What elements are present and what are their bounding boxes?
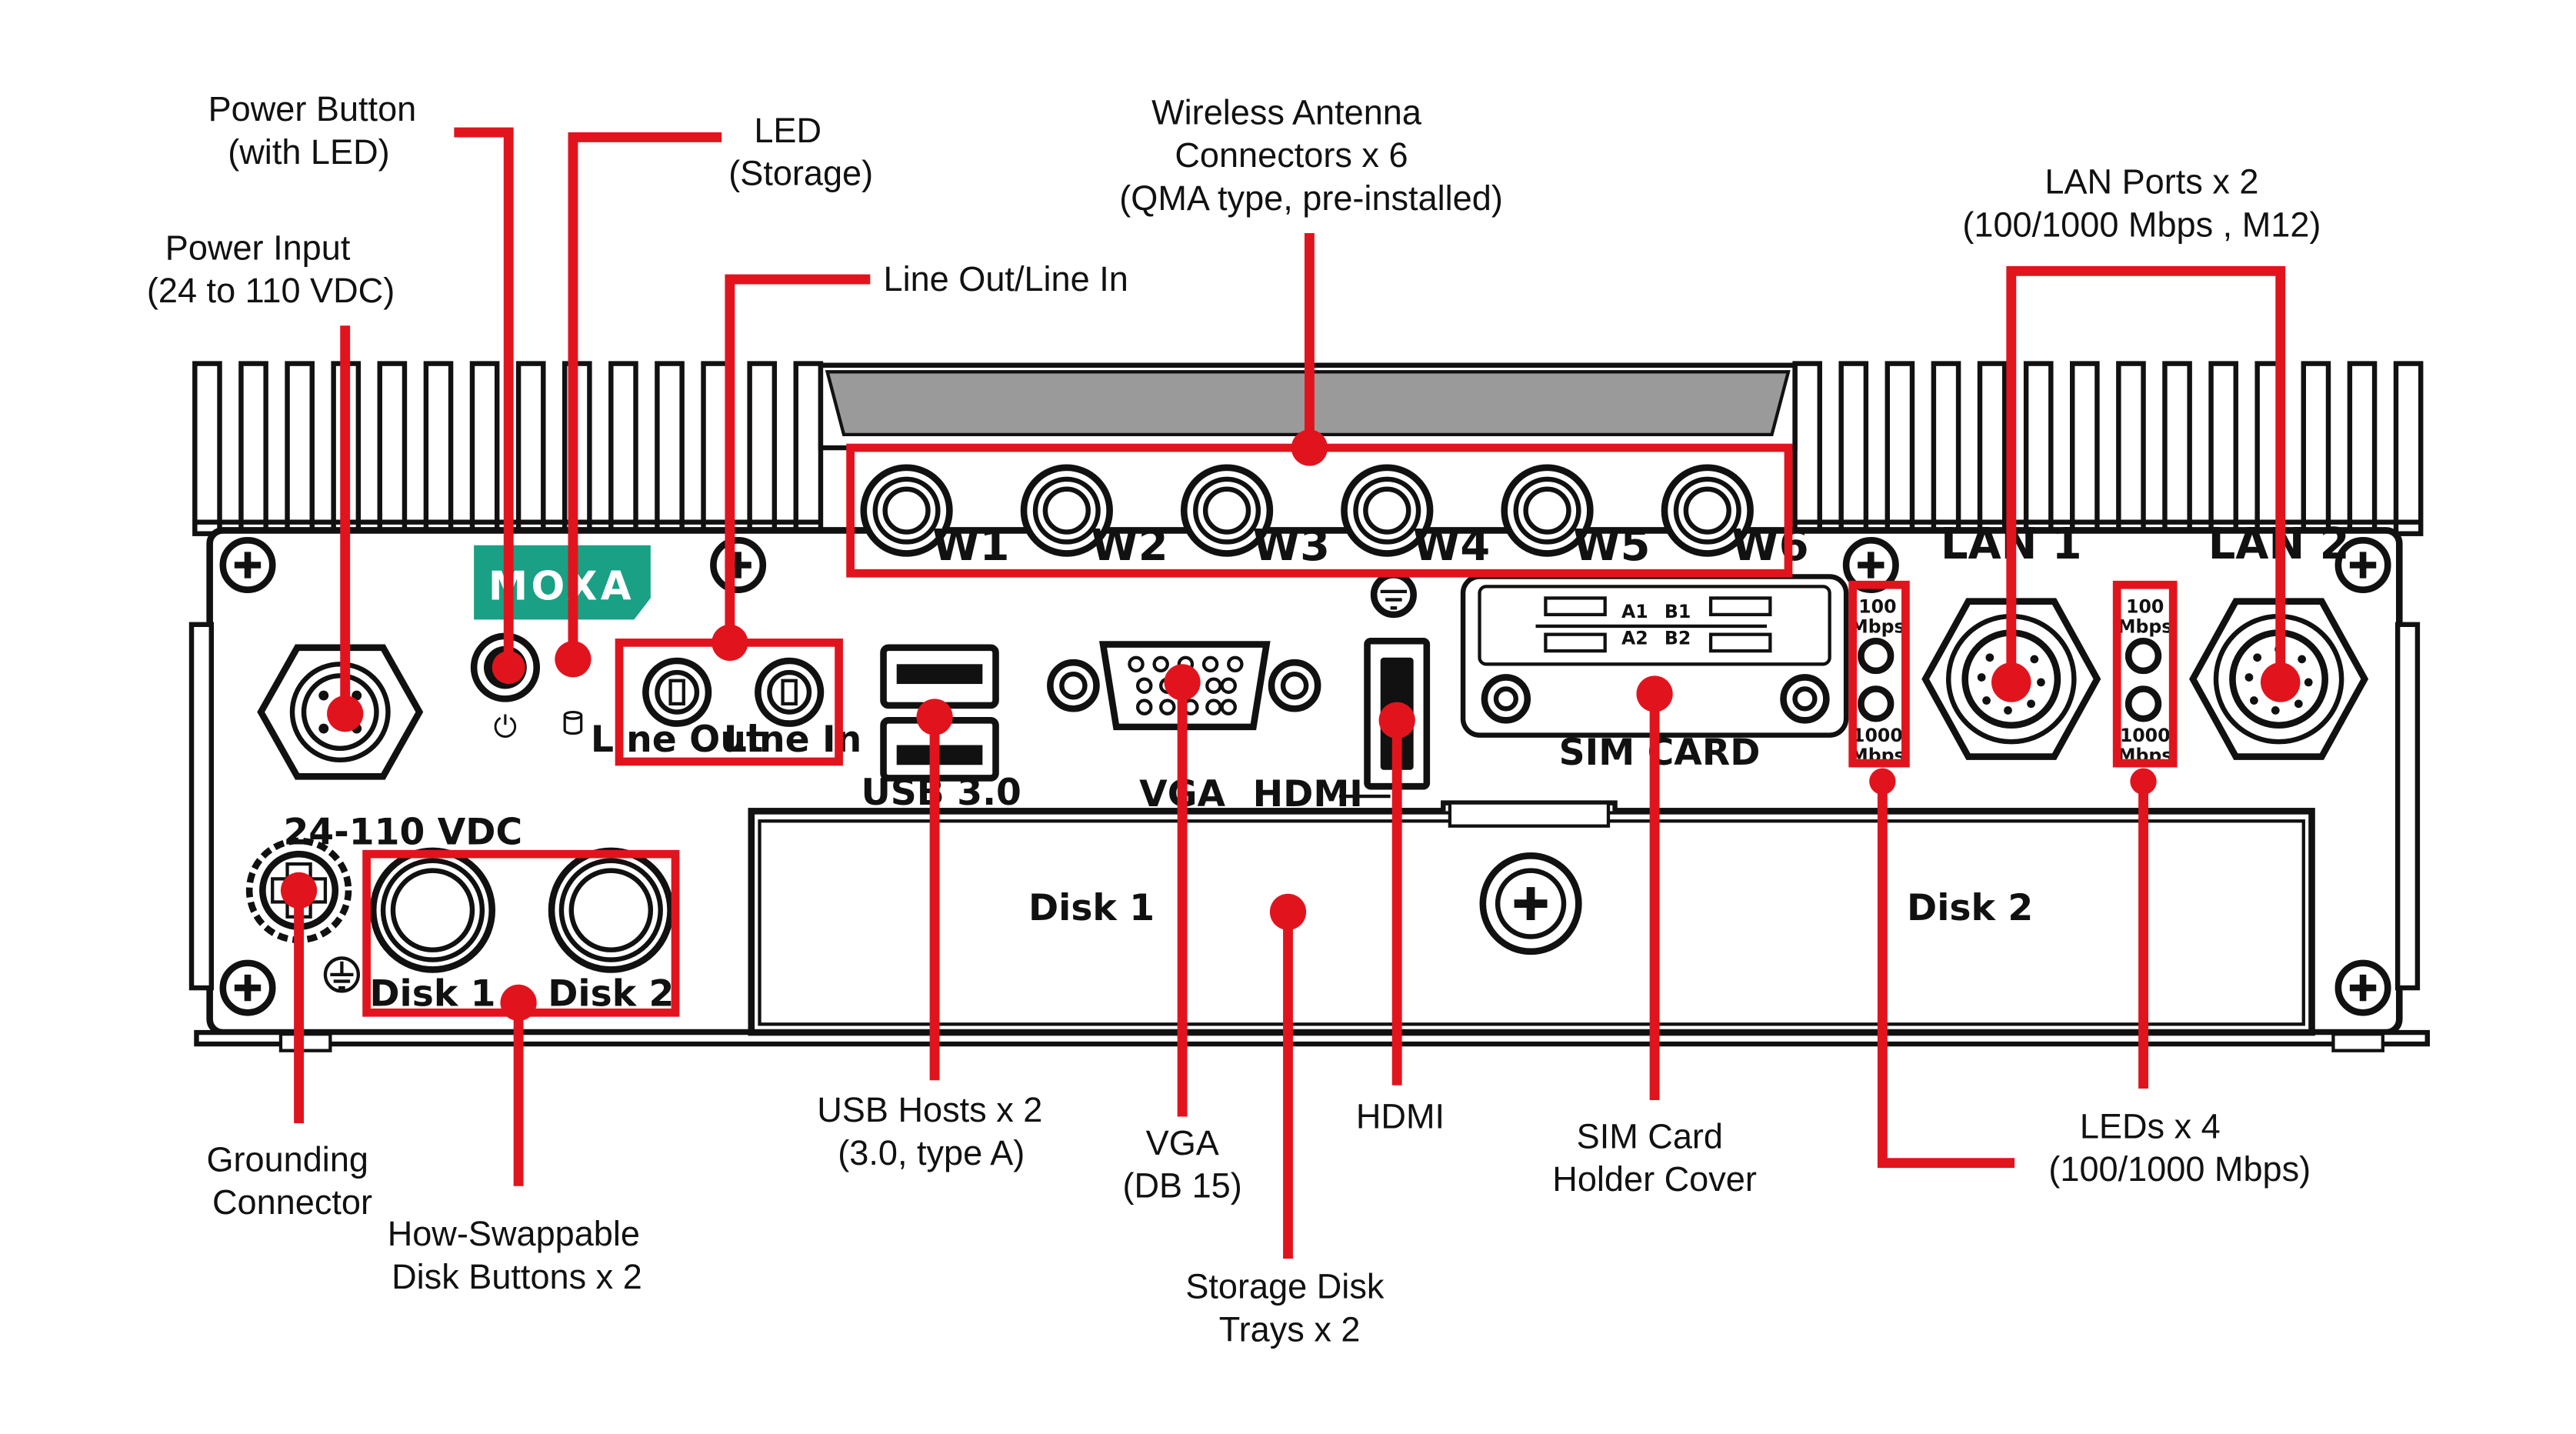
antenna-connector-w6[interactable] <box>1661 464 1754 557</box>
antenna-label-w1: W1 <box>932 521 1009 571</box>
tray-1-label: Disk 1 <box>1028 887 1155 929</box>
screw <box>2334 959 2391 1016</box>
led-100-unit-1: Mbps <box>1850 616 1905 638</box>
power-symbol-icon: ⏻ <box>494 710 518 745</box>
callout-line-out-in-line1: Line Out/Line In <box>884 259 1128 298</box>
disk-button-2[interactable] <box>548 847 674 973</box>
moxa-logo: MOXA <box>474 545 651 620</box>
callout-sim-line2: Holder Cover <box>1552 1159 1757 1199</box>
sim-slot-b1: B1 <box>1665 601 1691 622</box>
antenna-label-w3: W3 <box>1253 521 1330 571</box>
callout-led-storage: LED (Storage) <box>728 111 873 193</box>
callout-power-input: Power Input (24 to 110 VDC) <box>147 228 395 310</box>
sim-slot-a2: A2 <box>1621 628 1648 649</box>
callout-vga-line1: VGA <box>1146 1123 1219 1162</box>
callout-disk-buttons-line2: Disk Buttons x 2 <box>392 1257 642 1296</box>
screw <box>2334 536 2391 593</box>
callout-usb-line1: USB Hosts x 2 <box>817 1090 1042 1129</box>
callout-wireless-line1: Wireless Antenna <box>1151 92 1422 132</box>
antenna-connector-w3[interactable] <box>1180 464 1274 557</box>
callout-leds: LEDs x 4 (100/1000 Mbps) <box>2048 1106 2311 1189</box>
callout-led-line1: LED <box>754 111 821 150</box>
sim-slot-b2: B2 <box>1665 628 1691 649</box>
callout-power-button: Power Button (with LED) <box>208 89 426 172</box>
line-out-jack[interactable] <box>642 657 712 727</box>
leader-lines <box>280 127 2301 1259</box>
disk-button-1-label: Disk 1 <box>369 973 495 1015</box>
led-100-unit-2: Mbps <box>2118 616 2172 638</box>
screw <box>1842 536 1899 593</box>
callout-wireless: Wireless Antenna Connectors x 6 (QMA typ… <box>1119 92 1503 218</box>
antenna-label-w2: W2 <box>1091 521 1168 571</box>
line-in-jack[interactable] <box>755 657 825 727</box>
antenna-connector-w5[interactable] <box>1501 464 1594 557</box>
tray-screw <box>1479 852 1582 955</box>
antenna-connector-w2[interactable] <box>1020 464 1113 557</box>
callout-led-line2: (Storage) <box>728 154 873 193</box>
callout-storage-line1: Storage Disk <box>1185 1267 1385 1306</box>
callout-lan-line1: LAN Ports x 2 <box>2044 162 2258 201</box>
callout-line-out-in: Line Out/Line In <box>884 259 1128 298</box>
callout-lan-ports: LAN Ports x 2 (100/1000 Mbps , M12) <box>1962 162 2321 244</box>
screw <box>219 536 276 593</box>
usb-port-1[interactable] <box>880 644 999 709</box>
callout-wireless-line2: Connectors x 6 <box>1175 135 1408 175</box>
sim-card-label: SIM CARD <box>1559 732 1761 774</box>
disk-button-2-label: Disk 2 <box>548 973 674 1015</box>
antenna-label-w6: W6 <box>1731 521 1808 571</box>
antenna-connector-w1[interactable] <box>860 464 953 557</box>
callout-power-button-line2: (with LED) <box>228 132 389 172</box>
callout-usb: USB Hosts x 2 (3.0, type A) <box>817 1090 1052 1172</box>
callout-vga-line2: (DB 15) <box>1122 1166 1241 1206</box>
voltage-label: 24-110 VDC <box>283 811 522 853</box>
callout-power-input-line1: Power Input <box>165 228 351 267</box>
callout-labels: Power Button (with LED) LED (Storage) Wi… <box>147 89 2321 1349</box>
callout-leds-line1: LEDs x 4 <box>2080 1106 2221 1146</box>
screw <box>219 959 276 1016</box>
callout-leds-line2: (100/1000 Mbps) <box>2048 1149 2311 1189</box>
callout-wireless-line3: (QMA type, pre-installed) <box>1119 178 1503 218</box>
disk-button-1[interactable] <box>369 847 496 973</box>
callout-power-input-line2: (24 to 110 VDC) <box>147 271 395 310</box>
usb-label: USB 3.0 <box>861 772 1021 814</box>
callout-vga: VGA (DB 15) <box>1122 1123 1241 1206</box>
callout-storage-trays: Storage Disk Trays x 2 <box>1185 1267 1394 1349</box>
callout-sim-cover: SIM Card Holder Cover <box>1552 1116 1757 1199</box>
led-100-label-1: 100 <box>1858 596 1896 618</box>
antenna-label-w4: W4 <box>1413 521 1490 571</box>
callout-hdmi: HDMI <box>1356 1097 1445 1136</box>
storage-trays[interactable]: Disk 1 Disk 2 <box>748 800 2315 1036</box>
antenna-label-w5: W5 <box>1573 521 1650 571</box>
sim-card-holder[interactable]: A1 B1 A2 B2 SIM CARD <box>1460 574 1849 775</box>
heatsink-right <box>1792 361 2424 536</box>
callout-grounding-line2: Connector <box>212 1182 372 1222</box>
sim-slot-a1: A1 <box>1621 601 1648 622</box>
callout-usb-line2: (3.0, type A) <box>838 1133 1025 1172</box>
storage-cylinder-icon <box>563 710 583 735</box>
callout-storage-line2: Trays x 2 <box>1219 1309 1361 1349</box>
led-1000-label-1: 1000 <box>1852 725 1903 746</box>
led-100-label-2: 100 <box>2126 596 2164 618</box>
callout-lan-line2: (100/1000 Mbps , M12) <box>1962 205 2321 244</box>
screw <box>710 536 767 593</box>
antenna-connectors: W1 W2 W3 W4 W5 W6 <box>860 464 1809 619</box>
ground-symbol-icon <box>323 956 361 993</box>
tray-2-label: Disk 2 <box>1907 887 2033 929</box>
callout-disk-buttons: How-Swappable Disk Buttons x 2 <box>388 1214 650 1296</box>
callout-hdmi-line1: HDMI <box>1356 1097 1445 1136</box>
led-1000-label-2: 1000 <box>2120 725 2171 746</box>
antenna-connector-w4[interactable] <box>1341 464 1434 557</box>
callout-grounding: Grounding Connector <box>206 1139 378 1222</box>
callout-sim-line1: SIM Card <box>1577 1116 1723 1156</box>
callout-power-button-line1: Power Button <box>208 89 417 128</box>
callout-disk-buttons-line1: How-Swappable <box>388 1214 640 1253</box>
callout-grounding-line1: Grounding <box>206 1139 368 1179</box>
